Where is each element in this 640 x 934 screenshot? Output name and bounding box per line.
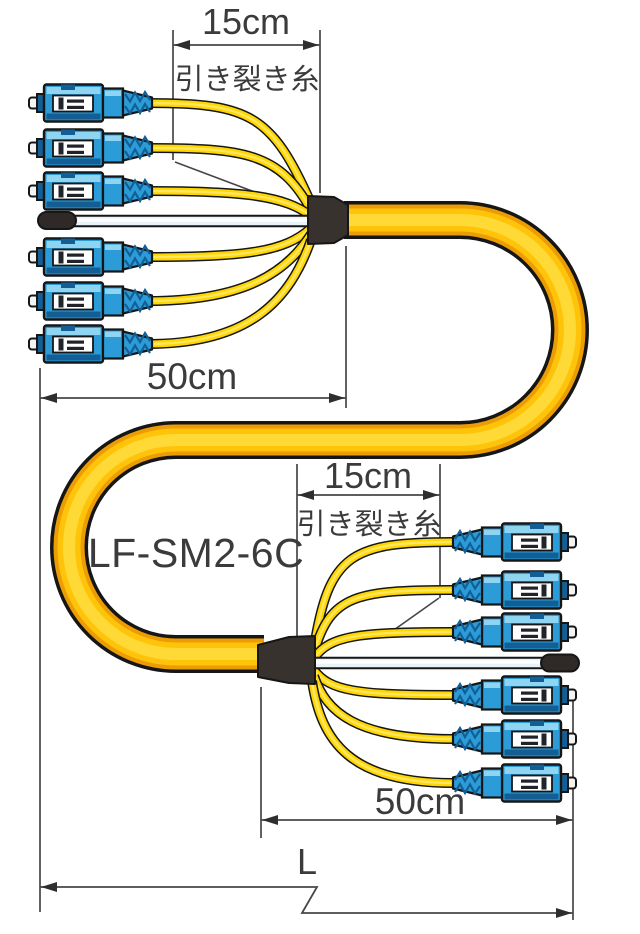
bottom-ripcord-label: 引き裂き糸 [296,508,441,541]
sc-connector [27,171,154,211]
dimension-bottom-15cm [296,464,441,639]
breakout-boot [307,195,349,245]
strength-member-end-cap [540,653,580,673]
sc-connector [451,763,578,803]
fiber-cord [309,674,454,744]
labels: 15cm 引き裂き糸 50cm 15cm 引き裂き糸 50cm L LF-SM2… [88,1,465,882]
bottom-tear-length-label: 15cm [324,455,412,496]
top-breakout-fan [37,98,349,349]
arrow-right-icon [329,393,345,403]
fiber-cord [147,224,315,262]
strength-member-tube [37,211,314,230]
sc-connector [451,570,578,610]
dimension-overall-length [40,882,573,918]
fiber-cord [147,186,315,221]
top-tear-length-label: 15cm [202,1,290,42]
sc-connector [27,237,154,277]
arrow-left-icon [174,40,190,50]
arrow-right-icon [303,40,319,50]
bottom-breakout-fan [257,537,580,788]
sc-connector [451,612,578,652]
bottom-fanout-length-label: 50cm [375,781,465,822]
arrow-left-icon [298,490,314,500]
arrow-left-icon [41,882,57,892]
arrow-right-icon [556,815,572,825]
sc-connector [451,522,578,562]
sc-connector [27,83,154,123]
strength-member-tube [310,653,580,673]
sc-connector [27,281,154,321]
dimension-top-50cm [39,246,347,912]
fiber-cord [147,238,316,349]
top-fanout-length-label: 50cm [147,356,237,397]
fiber-cord [307,680,454,788]
sc-connector [451,675,578,715]
fiber-cord [309,627,454,662]
fiber-cord [309,585,454,655]
arrow-right-icon [556,908,572,918]
fiber-cord [147,231,316,306]
breakout-boot [257,635,316,685]
main-cable [50,201,589,673]
sc-connector [451,719,578,759]
strength-member-end-cap [37,211,77,230]
fiber-cord [309,537,454,648]
top-ripcord-label: 引き裂き糸 [174,63,319,96]
sc-connector [27,128,154,168]
fiber-cord [310,666,454,700]
fiber-cord [147,98,316,206]
arrow-left-icon [41,393,57,403]
fiber-cord [147,143,316,213]
dimension-line-with-break [40,886,573,914]
dimension-annotations [39,30,574,920]
sc-connector [27,324,154,364]
product-model-label: LF-SM2-6C [88,530,304,576]
overall-length-label: L [297,841,317,882]
arrow-left-icon [262,815,278,825]
dimension-bottom-50cm [260,687,574,920]
arrow-right-icon [423,490,439,500]
cable-jacket-highlight [63,214,576,660]
